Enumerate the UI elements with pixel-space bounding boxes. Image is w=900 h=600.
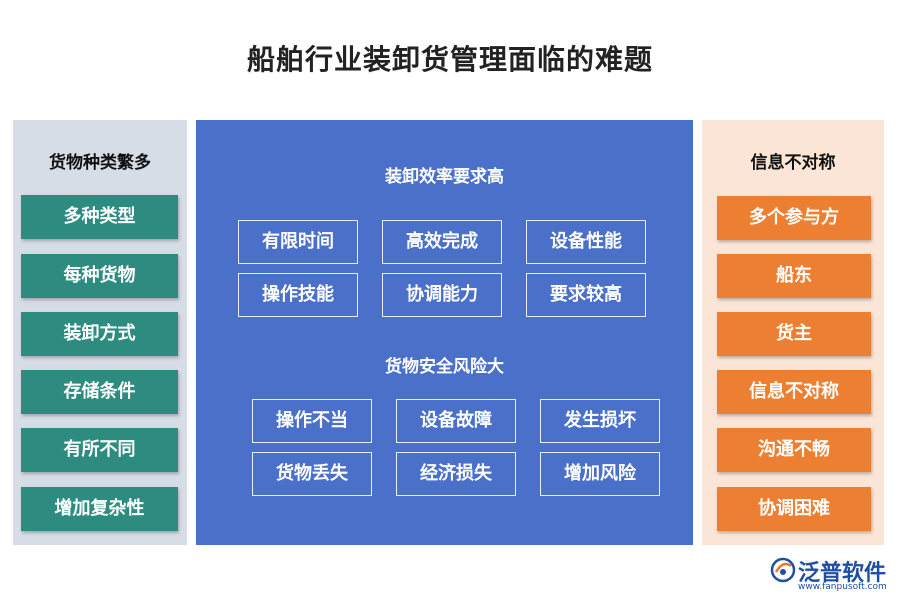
safety-item: 设备故障 — [396, 399, 516, 443]
right-panel-heading: 信息不对称 — [750, 153, 836, 173]
center-panel: 装卸效率要求高 有限时间 高效完成 设备性能 操作技能 协调能力 要求较高 货物… — [196, 120, 693, 545]
safety-item: 增加风险 — [540, 452, 660, 496]
right-item: 货主 — [717, 312, 871, 356]
safety-item: 货物丢失 — [252, 452, 372, 496]
left-item: 存储条件 — [21, 370, 178, 414]
efficiency-item: 有限时间 — [238, 220, 358, 264]
efficiency-item: 设备性能 — [526, 220, 646, 264]
right-panel: 信息不对称 多个参与方 船东 货主 信息不对称 沟通不畅 协调困难 — [702, 120, 884, 545]
safety-item: 发生损坏 — [540, 399, 660, 443]
right-item: 协调困难 — [717, 487, 871, 531]
right-item: 沟通不畅 — [717, 428, 871, 472]
logo-name: 泛普软件 — [798, 561, 887, 586]
efficiency-item: 要求较高 — [526, 273, 646, 317]
efficiency-item: 操作技能 — [238, 273, 358, 317]
right-item: 船东 — [717, 254, 871, 298]
right-item: 多个参与方 — [717, 196, 871, 240]
fanpu-logo-icon — [770, 557, 796, 583]
left-panel: 货物种类繁多 多种类型 每种货物 装卸方式 存储条件 有所不同 增加复杂性 — [13, 120, 187, 545]
safety-item: 操作不当 — [252, 399, 372, 443]
page-title: 船舶行业装卸货管理面临的难题 — [246, 43, 653, 76]
left-item: 有所不同 — [21, 428, 178, 472]
efficiency-section-heading: 装卸效率要求高 — [385, 167, 504, 187]
right-item: 信息不对称 — [717, 370, 871, 414]
left-item: 多种类型 — [21, 195, 178, 239]
left-panel-heading: 货物种类繁多 — [49, 153, 151, 173]
efficiency-item: 高效完成 — [382, 220, 502, 264]
left-item: 每种货物 — [21, 254, 178, 298]
logo-url: www.fanpusoft.com — [798, 582, 887, 592]
left-item: 装卸方式 — [21, 312, 178, 356]
efficiency-item: 协调能力 — [382, 273, 502, 317]
safety-section-heading: 货物安全风险大 — [385, 357, 504, 377]
safety-item: 经济损失 — [396, 452, 516, 496]
left-item: 增加复杂性 — [21, 487, 178, 531]
fanpu-logo: 泛普软件 www.fanpusoft.com — [770, 555, 895, 595]
